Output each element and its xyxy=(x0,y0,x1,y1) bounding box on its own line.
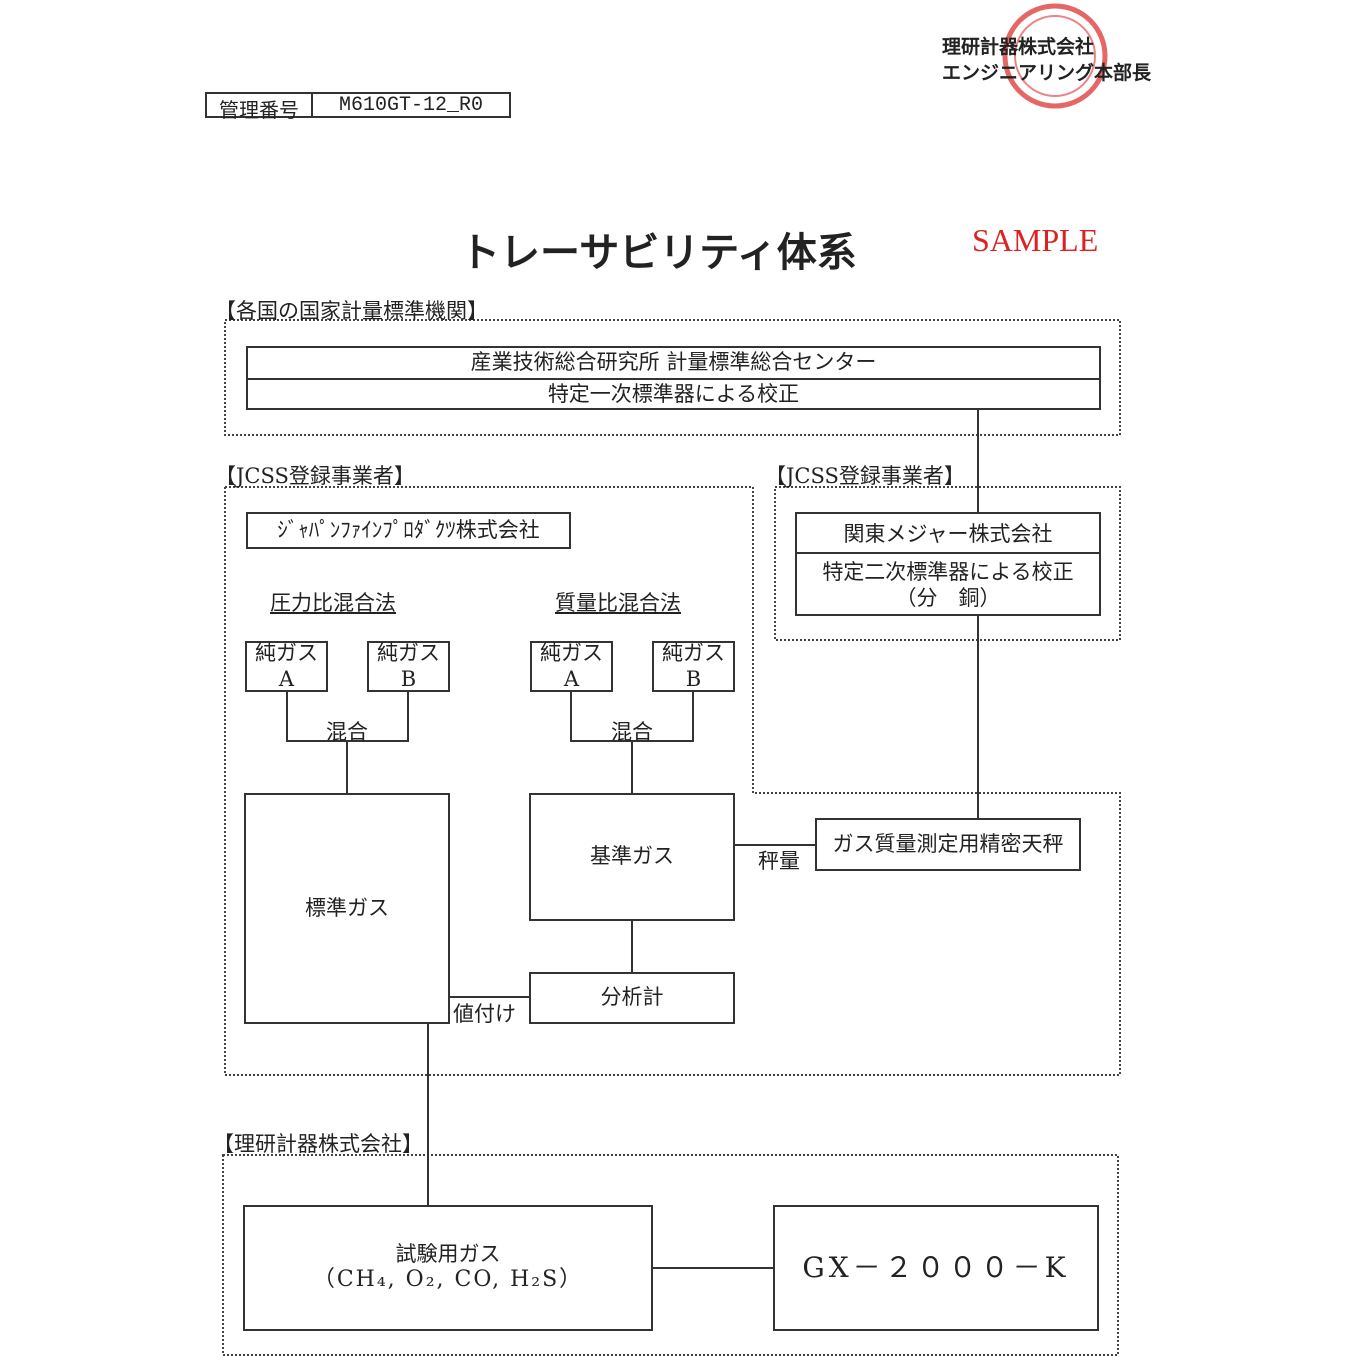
precision-balance-box: ガス質量測定用精密天秤 xyxy=(815,818,1081,871)
control-number-box: 管理番号 M610GT-12_R0 xyxy=(205,92,511,122)
control-number: M610GT-12_R0 xyxy=(338,94,484,117)
reference-gas-box: 基準ガス xyxy=(529,793,735,921)
jcss-right-label: 【JCSS登録事業者】 xyxy=(765,464,965,488)
mix-label-mass: 混合 xyxy=(611,720,653,744)
national-label: 【各国の国家計量標準機関】 xyxy=(215,299,488,323)
approver-position: エンジニアリング本部長 xyxy=(942,62,1152,84)
approval-stamp xyxy=(1002,3,1108,109)
company-name: 理研計器株式会社 xyxy=(942,36,1095,58)
pure-gas-label: 純ガス xyxy=(662,641,725,666)
mass-method-label: 質量比混合法 xyxy=(555,591,681,615)
value-assignment-label: 値付け xyxy=(453,1002,516,1026)
jcss-left-region xyxy=(224,486,1121,1076)
kanto-method: 特定二次標準器による校正 xyxy=(822,560,1074,585)
kanto-method-sub: （分 銅） xyxy=(895,585,1001,610)
jcss-right-region xyxy=(774,486,1121,641)
standard-gas-box: 標準ガス xyxy=(244,793,450,1024)
pure-gas-label: 純ガス xyxy=(540,641,603,666)
riken-region xyxy=(222,1154,1119,1356)
pressure-method-label: 圧力比混合法 xyxy=(270,591,396,615)
pure-gas-id: B xyxy=(685,666,702,691)
analyzer-box: 分析計 xyxy=(529,972,735,1024)
pure-gas-id: A xyxy=(278,666,295,691)
kanto-measure-box: 関東メジャー株式会社 特定二次標準器による校正 （分 銅） xyxy=(795,512,1101,616)
aist-method: 特定一次標準器による校正 xyxy=(547,382,800,406)
japan-fine-products-box: ｼﾞｬﾊﾟﾝﾌｧｲﾝﾌﾟﾛﾀﾞｸﾂ株式会社 xyxy=(246,512,571,549)
device-box: GX－２０００－K xyxy=(773,1205,1099,1331)
control-label: 管理番号 xyxy=(207,94,313,122)
page-title: トレーサビリティ体系 xyxy=(460,229,857,276)
sample-watermark: SAMPLE xyxy=(972,222,1099,258)
weighing-label: 秤量 xyxy=(758,849,800,873)
pure-gas-label: 純ガス xyxy=(377,641,440,666)
national-region xyxy=(224,319,1121,436)
pure-gas-label: 純ガス xyxy=(255,641,318,666)
test-gas-formula: （CH₄, O₂, CO, H₂S） xyxy=(312,1267,584,1293)
pure-gas-id: A xyxy=(563,666,580,691)
test-gas-box: 試験用ガス （CH₄, O₂, CO, H₂S） xyxy=(243,1205,653,1331)
pure-gas-id: B xyxy=(400,666,417,691)
aist-org: 産業技術総合研究所 計量標準総合センター xyxy=(248,347,1099,380)
mix-label-pressure: 混合 xyxy=(326,720,368,744)
test-gas-label: 試験用ガス xyxy=(395,1242,501,1267)
jcss-left-label: 【JCSS登録事業者】 xyxy=(215,464,415,488)
riken-label: 【理研計器株式会社】 xyxy=(213,1132,423,1156)
aist-box: 産業技術総合研究所 計量標準総合センター 特定一次標準器による校正 xyxy=(246,346,1101,410)
kanto-org: 関東メジャー株式会社 xyxy=(797,517,1099,555)
